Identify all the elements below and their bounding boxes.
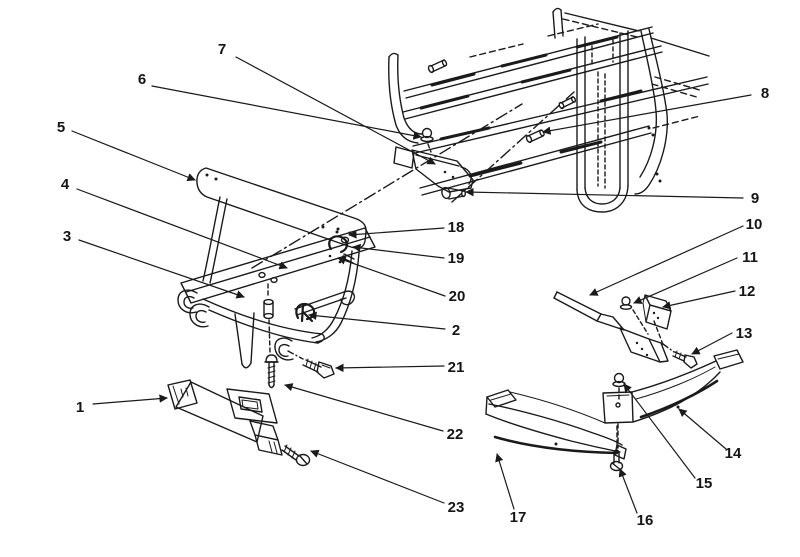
- leader-6: [151, 85, 422, 140]
- leader-lines: [71, 56, 752, 514]
- callout-4-label: 4: [61, 176, 70, 193]
- callout-21-label: 21: [448, 359, 465, 376]
- leader-21: [335, 363, 445, 373]
- bolt-13: [662, 343, 698, 369]
- leader-18: [348, 227, 445, 239]
- strap-14-assembly: [602, 349, 744, 424]
- leader-10: [589, 225, 744, 296]
- mount-bracket-assembly: [251, 91, 575, 269]
- callout-9-label: 9: [751, 190, 759, 207]
- callout-2-label: 2: [452, 322, 460, 339]
- strap-17-assembly: [485, 389, 627, 472]
- callout-11-label: 11: [742, 249, 758, 266]
- leader-23: [310, 449, 445, 504]
- diagram-ink: [71, 7, 752, 514]
- nut-6: [420, 127, 434, 153]
- screw-23: [281, 444, 311, 467]
- spacer-4: [263, 283, 274, 353]
- leader-14: [678, 408, 727, 450]
- carriage-bolt-22: [264, 354, 279, 389]
- leader-2: [308, 311, 446, 330]
- callout-6-label: 6: [138, 71, 146, 88]
- leader-7: [235, 56, 436, 165]
- callout-14-label: 14: [725, 445, 742, 462]
- leader-11: [633, 257, 738, 304]
- callout-22-label: 22: [447, 426, 464, 443]
- callout-20-label: 20: [449, 288, 466, 305]
- leader-13: [691, 332, 733, 355]
- callout-19-label: 19: [448, 250, 465, 267]
- seat-assembly: [177, 167, 376, 467]
- callout-8-label: 8: [761, 85, 769, 102]
- leader-8: [542, 94, 752, 135]
- backrest-plate-5: [196, 167, 367, 249]
- frame-assembly: [388, 7, 710, 213]
- leader-16: [618, 468, 638, 514]
- leader-9: [465, 187, 744, 199]
- nut-11: [619, 296, 633, 310]
- callout-15-label: 15: [696, 475, 713, 492]
- support-bracket-1: [167, 379, 283, 456]
- leader-17: [495, 453, 515, 510]
- leader-22: [284, 383, 444, 432]
- screw-16: [609, 425, 624, 472]
- callout-7-label: 7: [218, 41, 226, 58]
- leader-20: [337, 256, 446, 297]
- clevis-pin-8: [525, 129, 545, 144]
- callout-13-label: 13: [736, 325, 753, 342]
- leader-5: [71, 130, 196, 182]
- bolt-21: [287, 350, 335, 379]
- callout-labels: 1 2 3 4 5 6 7 8 9 10 11 12 13 14 15 16 1…: [57, 41, 769, 529]
- leader-3: [78, 239, 245, 299]
- callout-3-label: 3: [63, 228, 71, 245]
- leader-19: [352, 243, 445, 259]
- callout-16-label: 16: [637, 512, 654, 529]
- callout-5-label: 5: [57, 119, 65, 136]
- callout-18-label: 18: [448, 219, 465, 236]
- callout-17-label: 17: [510, 509, 527, 526]
- callout-10-label: 10: [746, 216, 763, 233]
- callout-23-label: 23: [448, 499, 465, 516]
- bolt-9: [441, 186, 467, 200]
- frame-pin-top: [427, 59, 448, 74]
- leader-1: [92, 394, 168, 405]
- callout-1-label: 1: [76, 399, 84, 416]
- leader-15: [623, 383, 696, 479]
- leader-12: [662, 290, 736, 310]
- callout-12-label: 12: [739, 283, 756, 300]
- leader-4: [76, 188, 288, 270]
